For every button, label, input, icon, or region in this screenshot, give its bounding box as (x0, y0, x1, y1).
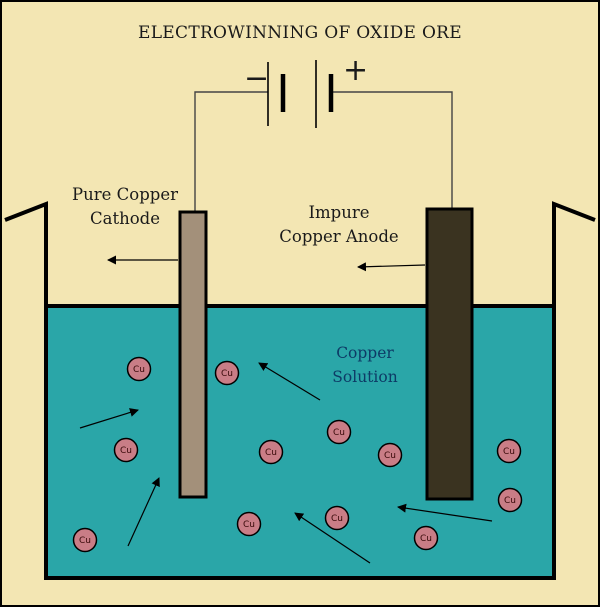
cathode-label-line1: Pure Copper (72, 185, 178, 204)
copper-ion: Cu (496, 438, 522, 464)
ion-arrow (79, 408, 139, 429)
copper-ion: Cu (126, 356, 152, 382)
copper-ion: Cu (113, 437, 139, 463)
copper-ion: Cu (236, 511, 262, 537)
positive-sign: + (343, 53, 368, 88)
svg-text:Cu: Cu (420, 534, 432, 544)
anode (425, 207, 474, 501)
svg-text:Cu: Cu (331, 514, 343, 524)
copper-ion: Cu (214, 360, 240, 386)
svg-text:Cu: Cu (265, 448, 277, 458)
copper-ion: Cu (324, 505, 350, 531)
solution-label-line1: Copper (336, 344, 394, 362)
svg-text:Cu: Cu (221, 369, 233, 379)
anode-label-line2: Copper Anode (279, 227, 398, 246)
wire-positive (332, 91, 453, 210)
svg-text:Cu: Cu (504, 496, 516, 506)
copper-ion: Cu (497, 487, 523, 513)
ion-arrow (258, 362, 321, 401)
ion-arrow (294, 512, 371, 564)
ion-arrow (397, 503, 493, 522)
anode-label-line1: Impure (308, 203, 369, 222)
battery (267, 60, 334, 128)
svg-text:Cu: Cu (384, 451, 396, 461)
copper-ion: Cu (258, 439, 284, 465)
svg-text:Cu: Cu (133, 365, 145, 375)
copper-ion: Cu (72, 527, 98, 553)
tank (4, 201, 596, 580)
svg-text:Cu: Cu (243, 520, 255, 530)
svg-text:Cu: Cu (79, 536, 91, 546)
copper-ion: Cu (377, 442, 403, 468)
svg-text:Cu: Cu (503, 447, 515, 457)
copper-ion: Cu (413, 525, 439, 551)
diagram-title: ELECTROWINNING OF OXIDE ORE (138, 23, 462, 43)
arrows (79, 255, 493, 564)
copper-ion: Cu (326, 419, 352, 445)
ion-arrow (127, 477, 160, 547)
copper-ions: Cu Cu Cu Cu Cu Cu Cu Cu Cu Cu Cu Cu (72, 356, 523, 553)
wire-negative (194, 91, 268, 212)
anode-label-arrow (357, 262, 426, 272)
solution-label-line2: Solution (332, 368, 397, 386)
svg-text:Cu: Cu (120, 446, 132, 456)
cathode-label-line2: Cathode (90, 209, 160, 228)
svg-text:Cu: Cu (333, 428, 345, 438)
negative-sign: − (244, 61, 269, 96)
cathode (178, 210, 208, 499)
